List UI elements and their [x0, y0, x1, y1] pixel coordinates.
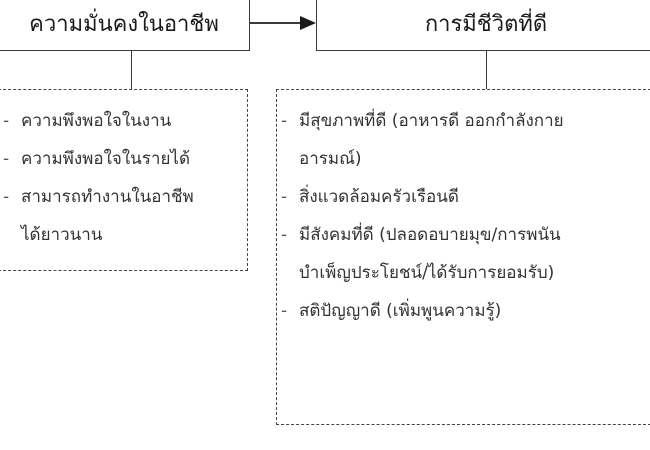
right-header-box: การมีชีวิตที่ดี: [316, 0, 650, 51]
list-item: - สิ่งแวดล้อมครัวเรือนดี: [281, 178, 650, 216]
right-header-title: การมีชีวิตที่ดี: [424, 12, 548, 37]
list-item: - ความพึงพอใจในรายได้: [3, 140, 243, 178]
list-item: - มีสุขภาพที่ดี (อาหารดี ออกกำลังกาย อาร…: [281, 102, 650, 178]
left-header-title: ความมั่นคงในอาชีพ: [29, 12, 219, 37]
bullet-dash: -: [3, 111, 10, 131]
list-item-text: สามารถทำงานในอาชีพ: [21, 187, 194, 207]
list-item-text: มีสุขภาพที่ดี (อาหารดี ออกกำลังกาย: [299, 111, 564, 131]
list-item-text-continued: อารมณ์): [299, 149, 362, 169]
bullet-dash: -: [3, 187, 10, 207]
list-item-text: สติปัญญาดี (เพิ่มพูนความรู้): [299, 301, 502, 321]
list-item-text-continued: บำเพ็ญประโยชน์/ได้รับการยอมรับ): [299, 263, 555, 283]
left-vertical-connector: [131, 51, 132, 89]
list-item: - มีสังคมที่ดี (ปลอดอบายมุข/การพนัน บำเพ…: [281, 216, 650, 292]
arrow-right-icon: [300, 16, 316, 30]
left-details-box: - ความพึงพอใจในงาน - ความพึงพอใจในรายได้…: [0, 89, 248, 271]
right-details-list: - มีสุขภาพที่ดี (อาหารดี ออกกำลังกาย อาร…: [281, 102, 650, 330]
list-item-text: ความพึงพอใจในรายได้: [21, 149, 191, 169]
list-item: - ความพึงพอใจในงาน: [3, 102, 243, 140]
list-item: - สามารถทำงานในอาชีพ ได้ยาวนาน: [3, 178, 243, 254]
bullet-dash: -: [281, 187, 288, 207]
list-item-text: สิ่งแวดล้อมครัวเรือนดี: [299, 187, 459, 207]
list-item: - สติปัญญาดี (เพิ่มพูนความรู้): [281, 292, 650, 330]
bullet-dash: -: [281, 301, 288, 321]
bullet-dash: -: [281, 111, 288, 131]
bullet-dash: -: [3, 149, 10, 169]
right-vertical-connector: [486, 51, 487, 89]
list-item-text: ความพึงพอใจในงาน: [21, 111, 172, 131]
left-header-box: ความมั่นคงในอาชีพ: [0, 0, 250, 51]
bullet-dash: -: [281, 225, 288, 245]
right-details-box: - มีสุขภาพที่ดี (อาหารดี ออกกำลังกาย อาร…: [276, 89, 650, 425]
arrow-connector-line: [250, 22, 302, 24]
list-item-text: มีสังคมที่ดี (ปลอดอบายมุข/การพนัน: [299, 225, 561, 245]
left-details-list: - ความพึงพอใจในงาน - ความพึงพอใจในรายได้…: [3, 102, 243, 254]
list-item-text-continued: ได้ยาวนาน: [21, 225, 103, 245]
